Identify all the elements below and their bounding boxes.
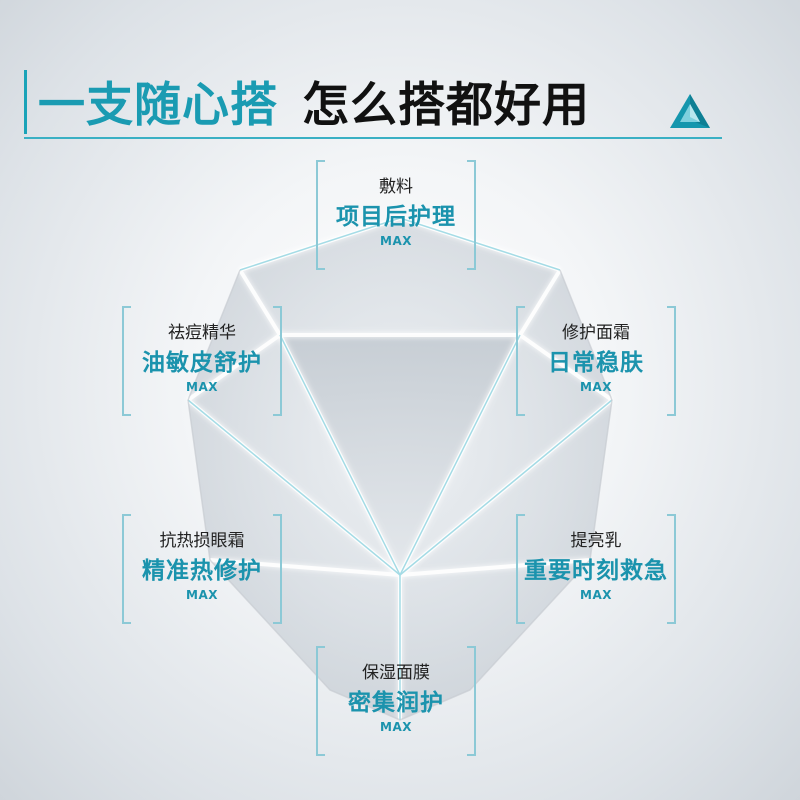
- card-badge: MAX: [380, 720, 412, 734]
- card-badge: MAX: [580, 588, 612, 602]
- card-right-upper: 修护面霜 日常稳肤 MAX: [516, 306, 676, 416]
- header-accent-line-vertical: [24, 70, 27, 134]
- card-left-lower: 抗热损眼霜 精准热修护 MAX: [122, 514, 282, 624]
- title-main: 怎么搭都好用: [302, 78, 590, 133]
- card-feature: 日常稳肤: [548, 350, 644, 376]
- card-category: 修护面霜: [562, 323, 630, 343]
- pyramid-logo-icon: [670, 94, 710, 128]
- card-badge: MAX: [186, 588, 218, 602]
- card-category: 敷料: [379, 177, 413, 197]
- card-feature: 油敏皮舒护: [142, 350, 262, 376]
- card-badge: MAX: [580, 380, 612, 394]
- card-feature: 项目后护理: [336, 204, 456, 230]
- card-badge: MAX: [380, 234, 412, 248]
- card-left-upper: 祛痘精华 油敏皮舒护 MAX: [122, 306, 282, 416]
- title-accent: 一支随心搭: [38, 78, 278, 133]
- card-category: 祛痘精华: [168, 323, 236, 343]
- card-right-lower: 提亮乳 重要时刻救急 MAX: [516, 514, 676, 624]
- card-top: 敷料 项目后护理 MAX: [316, 160, 476, 270]
- card-feature: 密集润护: [348, 690, 444, 716]
- card-feature: 精准热修护: [142, 558, 262, 584]
- card-bottom: 保湿面膜 密集润护 MAX: [316, 646, 476, 756]
- card-feature: 重要时刻救急: [524, 558, 668, 584]
- card-badge: MAX: [186, 380, 218, 394]
- card-category: 抗热损眼霜: [159, 531, 245, 551]
- header-accent-line-horizontal: [24, 137, 722, 139]
- page-title: 一支随心搭怎么搭都好用: [38, 76, 590, 136]
- card-category: 保湿面膜: [362, 663, 430, 683]
- card-category: 提亮乳: [570, 531, 622, 551]
